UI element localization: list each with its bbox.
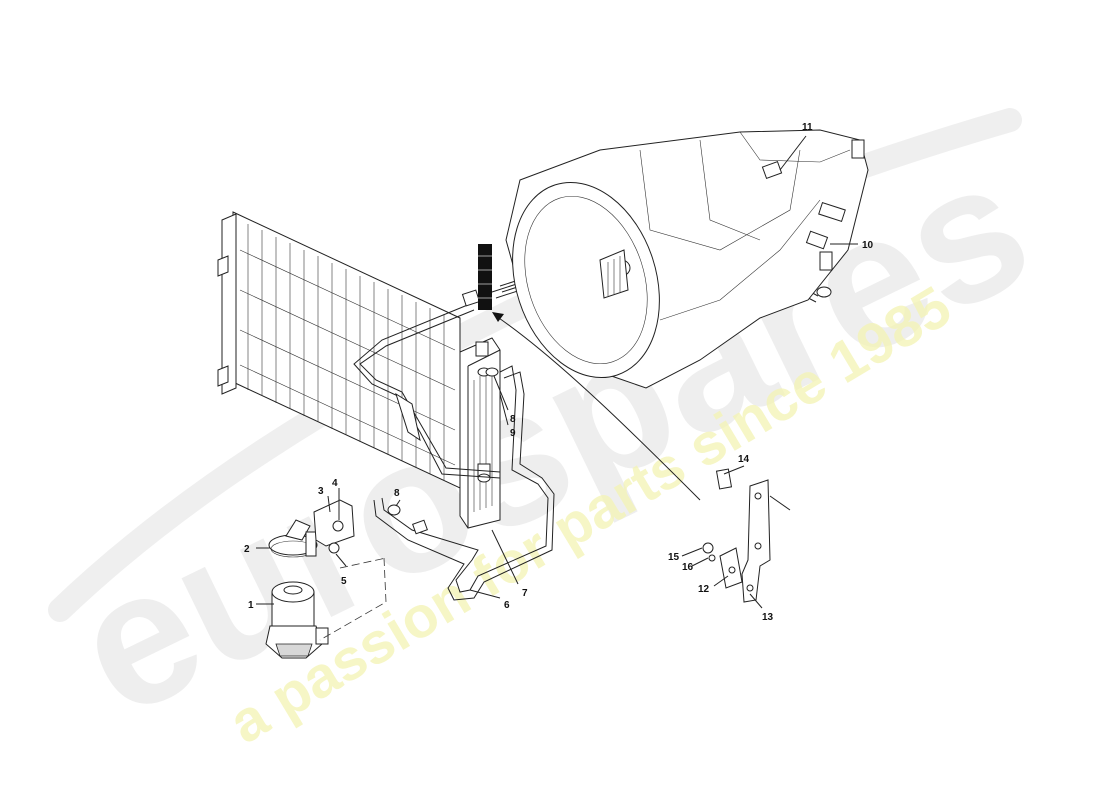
oil-cooler	[459, 337, 501, 529]
callout-3: 3	[318, 486, 324, 497]
callout-11: 11	[802, 122, 813, 133]
leader-lines	[256, 375, 763, 609]
callout-15: 15	[668, 552, 680, 563]
callouts: 1 2 3 4 5 6 7 8 8 9 10 11 12 13 14 15 16	[244, 122, 874, 623]
radiator	[217, 211, 461, 489]
bracket-assembly	[702, 468, 791, 603]
callout-14: 14	[738, 454, 750, 465]
oil-filter-assembly	[265, 499, 387, 659]
callout-1: 1	[248, 600, 254, 611]
callout-12: 12	[698, 584, 710, 595]
callout-5: 5	[341, 576, 347, 587]
callout-16: 16	[682, 562, 694, 573]
fitting-10	[805, 230, 858, 271]
callout-10: 10	[862, 240, 874, 251]
callout-4: 4	[332, 478, 338, 489]
callout-2: 2	[244, 544, 250, 555]
pipe-clip-highlight	[478, 244, 701, 501]
callout-8-upper: 8	[510, 414, 516, 425]
gearbox	[505, 129, 869, 389]
callout-13: 13	[762, 612, 774, 623]
callout-7: 7	[522, 588, 528, 599]
callout-6: 6	[504, 600, 510, 611]
callout-9: 9	[510, 428, 516, 439]
fitting-11	[761, 135, 807, 180]
callout-8-lower: 8	[394, 488, 400, 499]
